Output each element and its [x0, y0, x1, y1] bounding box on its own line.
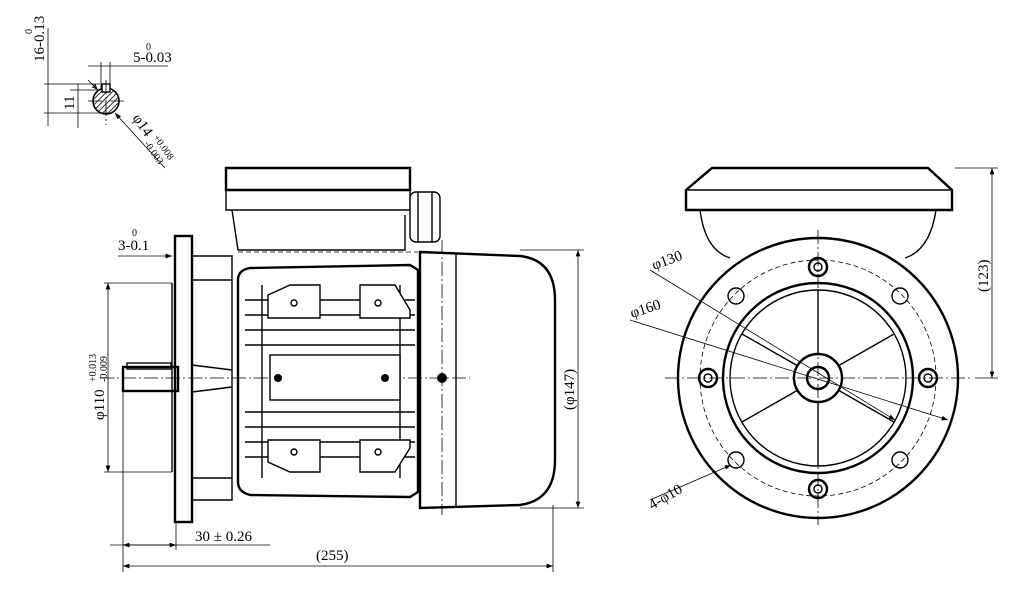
shaft-key-section: 16-0.13 0 5-0.03 0 11 φ14 +0.008 -0.003 [24, 16, 176, 169]
flange-thickness-tol: 0 [132, 228, 137, 239]
terminal-box-lid [224, 166, 412, 192]
holes-dim: 4-φ10 [646, 482, 685, 514]
motor-body [236, 263, 420, 499]
cable-gland [409, 191, 441, 243]
mounting-holes [727, 287, 909, 469]
flange-thickness-dim: 3-0.1 [118, 238, 149, 254]
body-dia-dim: (φ147) [562, 369, 578, 410]
spigot-dia-lower: -0.009 [99, 356, 110, 382]
key-height-dim: 11 [62, 96, 78, 110]
spigot-dia-upper: +0.013 [88, 354, 99, 382]
nameplate [269, 354, 401, 401]
fan-cover [418, 250, 557, 510]
key-width-tol: 0 [146, 42, 151, 53]
spigot-dia-dim: φ110 [92, 389, 108, 420]
key-depth-dim: 16-0.13 [32, 16, 48, 62]
shaft-length-dim: 30 ± 0.26 [195, 529, 252, 545]
shaft-dia-dim: φ14 [129, 111, 156, 140]
key-depth-tol: 0 [24, 29, 35, 34]
key-width-dim: 5-0.03 [133, 50, 172, 66]
flange-dia-dim: φ160 [628, 297, 663, 322]
motor-end-view: φ130 φ160 4-φ10 (123) [628, 166, 998, 525]
motor-side-view: φ110 +0.013 -0.009 3-0.1 0 30 ± 0.26 (25… [88, 166, 584, 572]
shaft-height-dim: (123) [976, 260, 992, 293]
pcd-dim: φ130 [650, 248, 685, 274]
terminal-box-top [684, 166, 954, 212]
shaft [121, 365, 180, 393]
overall-length-dim: (255) [316, 548, 349, 564]
